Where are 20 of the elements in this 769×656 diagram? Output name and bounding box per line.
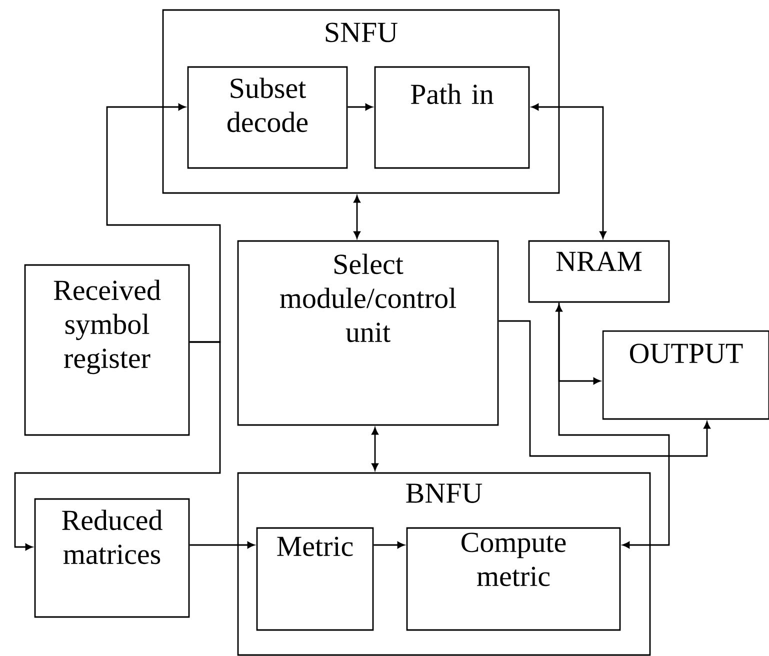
arrow — [498, 320, 710, 457]
arrow — [354, 195, 360, 239]
arrow — [374, 542, 405, 548]
arrow — [348, 104, 373, 110]
process-box: Metric — [256, 527, 374, 631]
arrow — [556, 304, 670, 548]
process-box: Select module/control unit — [237, 240, 499, 426]
process-box: Reduced matrices — [34, 498, 190, 618]
process-box: Compute metric — [406, 527, 621, 631]
process-box: Subset decode — [187, 66, 348, 169]
process-box: Received symbol register — [24, 264, 190, 436]
process-box: NRAM — [528, 240, 670, 303]
arrow — [106, 104, 221, 343]
process-box: Path in — [374, 66, 530, 169]
arrow — [14, 341, 221, 550]
arrow — [190, 542, 255, 548]
arrow — [558, 302, 601, 384]
arrow — [372, 427, 378, 471]
process-box: OUTPUT — [602, 330, 769, 420]
arrow — [531, 104, 606, 239]
